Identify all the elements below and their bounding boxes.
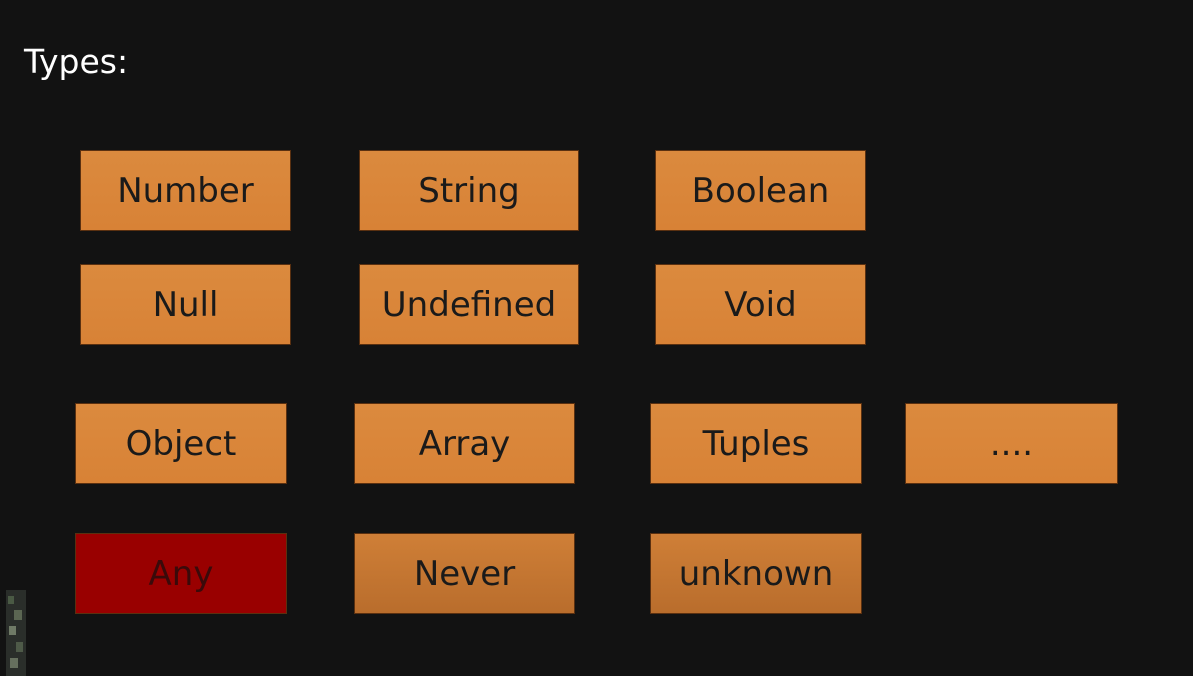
type-more-label: .... <box>989 423 1034 464</box>
type-string-box: String <box>359 150 579 231</box>
page-title: Types: <box>24 42 129 81</box>
type-never-box: Never <box>354 533 575 614</box>
type-any-box: Any <box>75 533 287 614</box>
type-array-label: Array <box>418 423 511 464</box>
type-object-box: Object <box>75 403 287 484</box>
type-void-label: Void <box>724 284 797 325</box>
type-never-label: Never <box>413 553 516 594</box>
type-unknown-label: unknown <box>678 553 834 594</box>
type-any-label: Any <box>148 553 214 594</box>
type-number-label: Number <box>117 170 254 211</box>
type-tuples-box: Tuples <box>650 403 862 484</box>
type-tuples-label: Tuples <box>702 423 810 464</box>
type-boolean-label: Boolean <box>691 170 830 211</box>
type-object-label: Object <box>125 423 237 464</box>
type-number-box: Number <box>80 150 291 231</box>
type-undefined-label: Undefined <box>381 284 557 325</box>
type-unknown-box: unknown <box>650 533 862 614</box>
type-null-label: Null <box>152 284 219 325</box>
type-string-label: String <box>418 170 520 211</box>
type-array-box: Array <box>354 403 575 484</box>
type-void-box: Void <box>655 264 866 345</box>
type-boolean-box: Boolean <box>655 150 866 231</box>
type-undefined-box: Undefined <box>359 264 579 345</box>
type-null-box: Null <box>80 264 291 345</box>
type-more-box: .... <box>905 403 1118 484</box>
edge-decoration <box>6 590 26 676</box>
